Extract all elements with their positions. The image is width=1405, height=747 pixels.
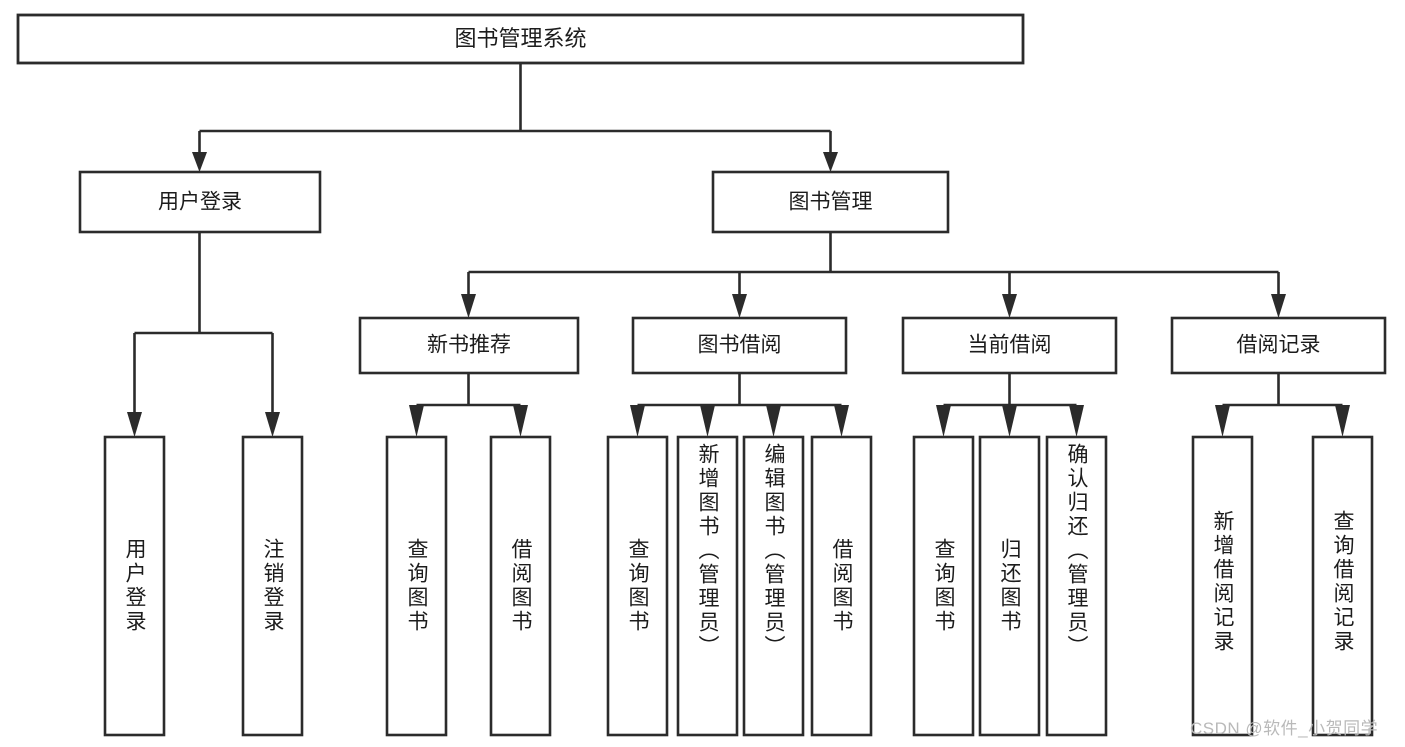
arrowhead-leaf-query-record — [1335, 405, 1350, 437]
node-user-login-label: 用户登录 — [158, 191, 242, 214]
node-leaf-logout-box[interactable] — [241, 435, 304, 737]
node-user-login-box[interactable] — [78, 170, 322, 234]
node-root-label: 图书管理系统 — [454, 26, 586, 51]
arrowhead-borrow-record — [1271, 294, 1286, 318]
node-book-manage-box[interactable] — [711, 170, 950, 234]
node-borrow-record-box[interactable] — [1170, 316, 1387, 375]
arrowhead-leaf-add-book — [700, 405, 715, 437]
arrowhead-book-borrow — [732, 294, 747, 318]
arrowhead-leaf-user-login — [127, 412, 142, 437]
node-leaf-add-book-box[interactable] — [676, 435, 739, 737]
node-leaf-query-book-1-box[interactable] — [385, 435, 448, 737]
arrowhead-leaf-borrow-book-1 — [513, 405, 528, 437]
arrowhead-leaf-query-book-2 — [630, 405, 645, 437]
connector-layer-main — [0, 64, 1405, 437]
node-current-borrow-label: 当前借阅 — [968, 334, 1052, 357]
node-layer: 图书管理系统 用户登录 图书管理 新书推荐 图书借阅 当前借阅 借阅记录 — [16, 13, 1387, 737]
arrowhead-leaf-edit-book — [766, 405, 781, 437]
node-leaf-borrow-book-1-box[interactable] — [489, 435, 552, 737]
arrowhead-leaf-logout — [265, 412, 280, 437]
node-current-borrow-box[interactable] — [901, 316, 1118, 375]
node-new-book-rec-box[interactable] — [358, 316, 580, 375]
node-leaf-query-record-box[interactable] — [1311, 435, 1374, 737]
node-borrow-record-label: 借阅记录 — [1237, 334, 1321, 357]
node-leaf-borrow-book-2-box[interactable] — [810, 435, 873, 737]
csdn-watermark: CSDN @软件_小贺同学 — [1190, 719, 1379, 738]
arrowhead-new-book-rec — [461, 294, 476, 318]
node-root-box[interactable] — [16, 13, 1025, 65]
arrowhead-book-manage — [823, 152, 838, 172]
node-book-borrow-box[interactable] — [631, 316, 848, 375]
node-leaf-add-record-box[interactable] — [1191, 435, 1254, 737]
node-new-book-rec-label: 新书推荐 — [427, 334, 511, 357]
arrowhead-leaf-query-book-3 — [936, 405, 951, 437]
arrowhead-leaf-confirm-return — [1069, 405, 1084, 437]
node-leaf-query-book-3-box[interactable] — [912, 435, 975, 737]
node-leaf-edit-book-box[interactable] — [742, 435, 805, 737]
arrowhead-leaf-query-book-1 — [409, 405, 424, 437]
arrowhead-leaf-borrow-book-2 — [834, 405, 849, 437]
arrowhead-leaf-return-book — [1002, 405, 1017, 437]
arrowhead-current-borrow — [1002, 294, 1017, 318]
node-book-manage-label: 图书管理 — [789, 191, 873, 214]
node-leaf-query-book-2-box[interactable] — [606, 435, 669, 737]
node-leaf-user-login-box[interactable] — [103, 435, 166, 737]
arrowhead-user-login — [192, 152, 207, 172]
node-leaf-return-book-box[interactable] — [978, 435, 1041, 737]
arrowhead-leaf-add-record — [1215, 405, 1230, 437]
node-book-borrow-label: 图书借阅 — [698, 334, 782, 357]
node-leaf-confirm-return-box[interactable] — [1045, 435, 1108, 737]
